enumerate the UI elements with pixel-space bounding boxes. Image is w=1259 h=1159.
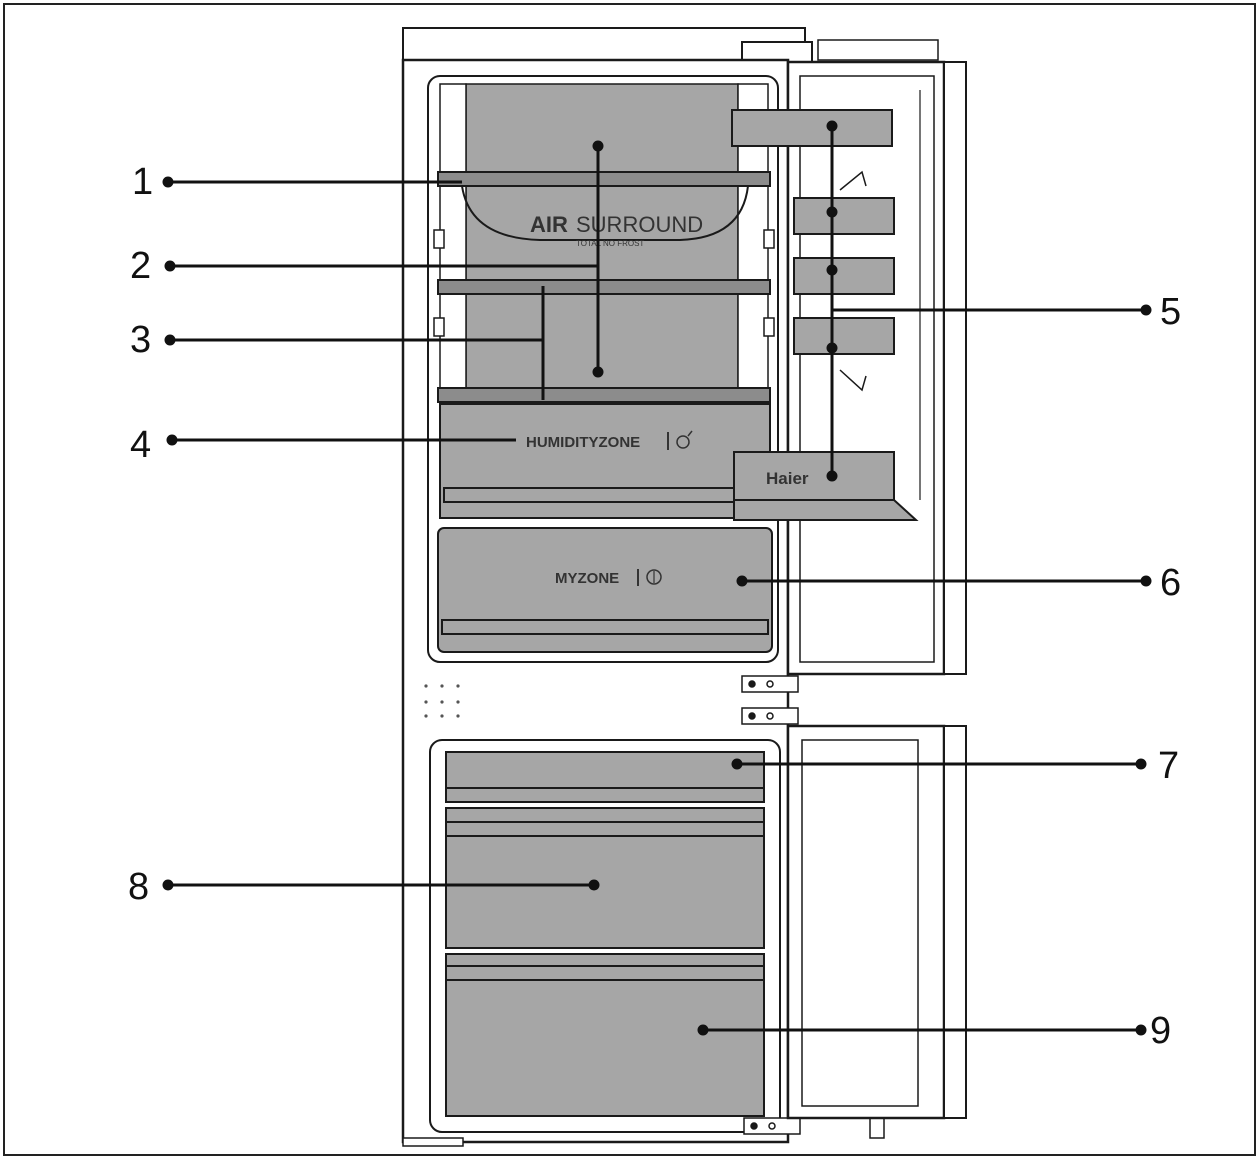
callout-leaders [162,176,1152,1036]
middle-hinges [741,675,799,725]
freezer-middle-drawer-handle [445,821,765,837]
fridge-door-edge [943,61,967,675]
door-balcony-bottom [733,451,895,501]
callout-1: 1 [132,161,153,203]
snowflake-icon [646,569,662,585]
fridge-door [786,60,946,676]
callout-7: 7 [1158,745,1179,787]
door-balcony-egg-1 [793,197,895,235]
freezer-top-drawer-handle [445,787,765,803]
rear-panel-compartment [465,83,739,391]
glass-shelf-top [437,171,771,187]
myzone-handle [441,619,769,635]
diagram-border [3,3,1256,1156]
shelf-supports [433,229,775,337]
glass-shelf-bottom [437,387,771,403]
freezer-bottom-drawer-handle [445,965,765,981]
airsurround-logo-bold: AIR [530,212,568,237]
airsurround-logo-subtitle: TOTAL NO FROST [576,239,644,248]
glass-shelf-middle [437,279,771,295]
freezer-door-edge [943,725,967,1119]
control-panel-indicators [424,684,460,718]
callout-4: 4 [130,424,151,466]
fridge-door-inner [799,75,935,663]
callout-5: 5 [1160,291,1181,333]
callout-9: 9 [1150,1010,1171,1052]
airsurround-duct [461,185,749,241]
bottom-hinge [402,1115,885,1147]
airsurround-logo-light: SURROUND [576,212,703,237]
callout-8: 8 [128,866,149,908]
top-right-cap [817,39,939,61]
door-balcony-egg-2 [793,257,895,295]
door-balcony-top [731,109,893,147]
callout-2: 2 [130,245,151,287]
freezer-door [786,724,946,1120]
humidity-zone-label: HUMIDITYZONE [526,434,640,451]
callout-3: 3 [130,319,151,361]
door-balcony-bottom-base [733,499,919,521]
myzone-label: MYZONE [555,570,619,587]
freezer-door-inner [801,739,919,1107]
haier-logo: Haier [766,469,809,488]
humidity-zone-handle [443,487,767,503]
droplet-icon [676,430,693,449]
door-balcony-egg-3 [793,317,895,355]
callout-6: 6 [1160,562,1181,604]
door-bracket [839,170,867,392]
callout-spines [541,120,838,482]
